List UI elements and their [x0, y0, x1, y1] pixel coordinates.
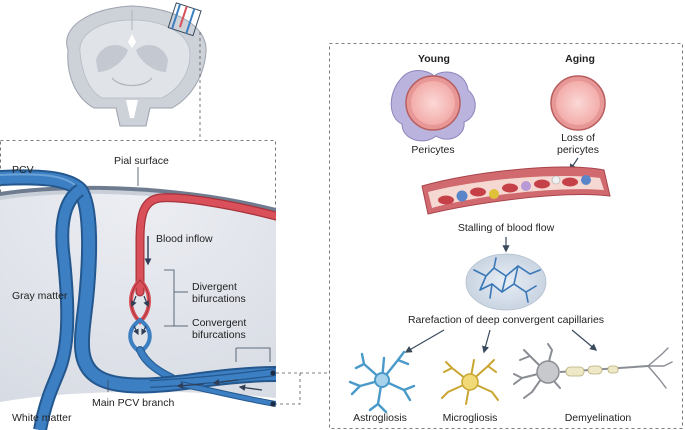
label-aging: Aging [565, 53, 595, 65]
label-microgliosis: Microgliosis [443, 412, 498, 424]
astrocyte [348, 350, 416, 414]
label-main-pcv-branch: Main PCV branch [92, 397, 174, 409]
label-rarefaction: Rarefaction of deep convergent capillari… [408, 314, 604, 326]
label-white-matter: White matter [12, 412, 72, 424]
label-gray-matter: Gray matter [12, 290, 68, 302]
label-demyelination: Demyelination [565, 412, 632, 424]
label-convergent-2: bifurcations [192, 329, 246, 341]
aging-vessel [550, 75, 606, 131]
brain-section [66, 2, 207, 127]
cortex-illustration [0, 169, 276, 430]
label-pcv: PCV [12, 164, 34, 176]
microglia [441, 359, 499, 405]
stalled-capillary [421, 166, 611, 215]
label-convergent-1: Convergent [192, 317, 246, 329]
label-pial-surface: Pial surface [114, 155, 169, 167]
right-panel-frame [329, 43, 683, 429]
label-loss-of: Loss of [561, 132, 595, 144]
capillary-network [465, 253, 547, 311]
label-young: Young [418, 53, 450, 65]
neuron [513, 343, 673, 399]
label-divergent-2: bifurcations [192, 293, 246, 305]
label-stalling: Stalling of blood flow [458, 222, 555, 234]
label-loss-pericytes: pericytes [557, 144, 599, 156]
label-blood-inflow: Blood inflow [156, 233, 213, 245]
label-pericytes: Pericytes [411, 144, 454, 156]
label-divergent-1: Divergent [192, 281, 237, 293]
young-vessel [390, 70, 476, 142]
label-astrogliosis: Astrogliosis [353, 412, 407, 424]
